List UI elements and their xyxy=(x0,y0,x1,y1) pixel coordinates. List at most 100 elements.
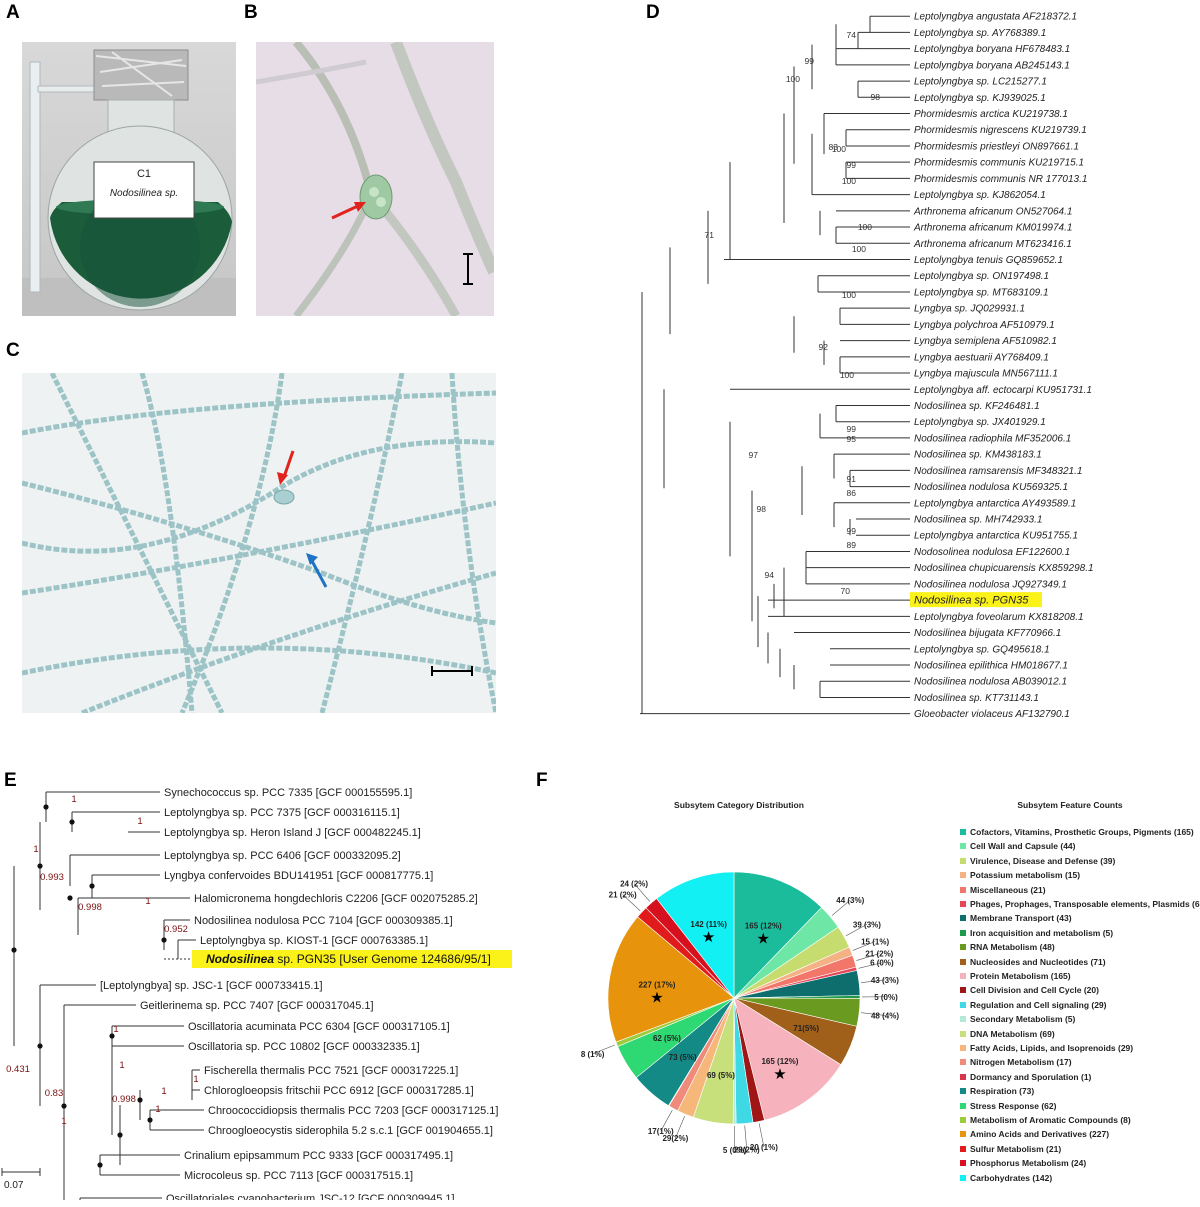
tree-d-bootstrap-value: 91 xyxy=(847,474,857,484)
tree-d-taxon-label: Leptolyngbya sp. GQ495618.1 xyxy=(914,644,1050,655)
pie-slice-label: 24 (2%) xyxy=(620,879,648,888)
tree-e-scale-label: 0.07 xyxy=(4,1180,24,1191)
legend-swatch xyxy=(960,944,966,951)
tree-d-bootstrap-value: 99 xyxy=(805,56,815,66)
tree-d-taxon-label: Nodosilinea sp. PGN35 xyxy=(914,595,1029,607)
legend-swatch xyxy=(960,1073,966,1080)
tree-d-taxon-label: Arthronema africanum KM019974.1 xyxy=(913,223,1072,234)
tree-d-taxon-label: Phormidesmis nigrescens KU219739.1 xyxy=(914,125,1087,136)
tree-e-taxon-label: Oscillatoriales cyanobacterium JSC-12 [G… xyxy=(166,1193,455,1200)
pie-slice-label: 5 (0%) xyxy=(723,1146,747,1155)
tree-d-taxon-label: Gloeobacter violaceus AF132790.1 xyxy=(914,709,1070,720)
pie-slice-label: 43 (3%) xyxy=(871,976,899,985)
tree-d-bootstrap-value: 86 xyxy=(847,488,857,498)
tree-d-taxon-label: Lyngbya sp. JQ029931.1 xyxy=(914,304,1025,315)
tree-e-support-value: 0.993 xyxy=(40,872,64,883)
tree-e-node-dot xyxy=(89,883,95,889)
pie-leader-line xyxy=(633,883,651,902)
tree-e-taxon-label: Chroococcidiopsis thermalis PCC 7203 [GC… xyxy=(208,1105,498,1117)
pie-slice-label: 142 (11%) xyxy=(690,920,727,929)
tree-d-taxon-label: Nodosilinea radiophila MF352006.1 xyxy=(914,433,1071,444)
legend-swatch xyxy=(960,857,966,864)
tree-e-support-value: 1 xyxy=(71,794,76,805)
pie-leader-line xyxy=(845,923,868,937)
tree-d-taxon-label: Leptolyngbya foveolarum KX818208.1 xyxy=(914,612,1084,623)
tree-e-support-value: 0.998 xyxy=(78,902,102,913)
pie-slice-label: 69 (5%) xyxy=(707,1071,735,1080)
tree-d-taxon-label: Nodosilinea bijugata KF770966.1 xyxy=(914,628,1061,639)
tree-d-taxon-label: Leptolyngbya sp. LC215277.1 xyxy=(914,77,1047,88)
legend-item: Cofactors, Vitamins, Prosthetic Groups, … xyxy=(970,827,1194,837)
pie-slice xyxy=(656,871,735,999)
legend-swatch xyxy=(960,1117,966,1123)
pie-slice-label: 8 (1%) xyxy=(581,1050,605,1059)
legend-swatch xyxy=(960,1174,966,1181)
tree-d-taxon-label: Lyngbya aestuarii AY768409.1 xyxy=(914,352,1049,363)
legend-swatch xyxy=(960,915,966,922)
flask-label-line1: C1 xyxy=(136,168,152,180)
tree-e-support-value: 1 xyxy=(113,1024,118,1035)
tree-d-taxon-label: Nodosilinea chupicuarensis KX859298.1 xyxy=(914,563,1094,574)
tree-d-taxon-label: Leptolyngbya sp. ON197498.1 xyxy=(914,271,1049,282)
tree-d-bootstrap-value: 100 xyxy=(852,244,866,254)
legend-item: Carbohydrates (142) xyxy=(970,1172,1053,1183)
highlight-background xyxy=(192,950,512,968)
legend-item: Miscellaneous (21) xyxy=(970,884,1046,895)
pie-slice-label: 165 (12%) xyxy=(761,1057,798,1066)
legend-swatch xyxy=(960,929,966,936)
tree-e-taxon-label: Chroogloeocystis siderophila 5.2 s.c.1 [… xyxy=(208,1125,493,1137)
star-icon: ★ xyxy=(650,990,663,1007)
legend-item: Fatty Acids, Lipids, and Isoprenoids (29… xyxy=(970,1043,1134,1053)
pie-leader-line xyxy=(861,979,885,983)
pie-chart-title: Subsytem Category Distribution xyxy=(674,800,804,810)
pie-slice-label: 48 (4%) xyxy=(871,1011,899,1020)
tree-d-taxon-label: Nodosilinea nodulosa AB039012.1 xyxy=(914,677,1067,688)
tree-d-taxon-label: Nodosilinea nodulosa KU569325.1 xyxy=(914,482,1068,493)
legend-swatch xyxy=(960,958,966,965)
tree-e-taxon-label: Leptolyngbya sp. PCC 7375 [GCF 000316115… xyxy=(164,807,400,819)
legend-swatch xyxy=(960,1102,966,1109)
legend-swatch xyxy=(960,1030,966,1037)
tree-d-bootstrap-value: 100 xyxy=(832,144,846,154)
subsystem-pie-panel: Subsytem Category Distribution Subsytem … xyxy=(540,780,1200,1205)
legend-swatch xyxy=(960,1045,966,1051)
pie-slice-label: 29(2%) xyxy=(662,1134,688,1143)
pie-slice-label: 227 (17%) xyxy=(639,981,676,990)
pie-leader-line xyxy=(622,894,641,912)
tree-e-taxon-label: Nodosilinea nodulosa PCC 7104 [GCF 00030… xyxy=(194,915,453,927)
pie-slice-label: 29(2%) xyxy=(734,1145,760,1154)
panel-letter-c: C xyxy=(6,340,20,361)
legend-item: Phages, Prophages, Transposable elements… xyxy=(970,899,1200,909)
tree-e-taxon-label: Lyngbya confervoides BDU141951 [GCF 0008… xyxy=(164,870,433,882)
tree-e-taxon-label: Leptolyngbya sp. Heron Island J [GCF 000… xyxy=(164,827,421,839)
panel-letter-f: F xyxy=(536,770,548,791)
tree-d-taxon-label: Nodosilinea sp. KT731143.1 xyxy=(914,693,1039,704)
highlight-background xyxy=(910,592,1042,608)
pie-leader-line xyxy=(744,1125,748,1150)
star-icon: ★ xyxy=(773,1066,786,1083)
tree-d-bootstrap-value: 100 xyxy=(842,176,856,186)
legend-item: Amino Acids and Derivatives (227) xyxy=(970,1129,1110,1140)
phylogenomic-tree-e: Synechococcus sp. PCC 7335 [GCF 00015559… xyxy=(0,780,540,1207)
legend-item: DNA Metabolism (69) xyxy=(970,1028,1055,1039)
tree-d-bootstrap-value: 74 xyxy=(847,30,857,40)
tree-d-taxon-label: Leptolyngbya sp. MT683109.1 xyxy=(914,287,1049,298)
legend-item: Membrane Transport (43) xyxy=(970,913,1072,924)
tree-d-taxon-label: Phormidesmis arctica KU219738.1 xyxy=(914,109,1068,120)
pie-leader-line xyxy=(660,1109,673,1132)
tree-d-bootstrap-value: 94 xyxy=(765,570,775,580)
tree-d-svg: Leptolyngbya angustata AF218372.1Leptoly… xyxy=(640,12,1094,720)
legend-item: Protein Metabolism (165) xyxy=(970,971,1071,981)
pie-leader-line xyxy=(592,1044,616,1055)
tree-e-taxon-label: [Leptolyngbya] sp. JSC-1 [GCF 000733415.… xyxy=(100,980,323,992)
tree-d-taxon-label: Leptolyngbya aff. ectocarpi KU951731.1 xyxy=(914,385,1092,396)
tree-e-node-dot xyxy=(43,804,49,810)
tree-e-node-dot xyxy=(67,895,73,901)
legend-item: RNA Metabolism (48) xyxy=(970,942,1055,953)
tree-d-taxon-label: Leptolyngbya antarctica AY493589.1 xyxy=(914,498,1076,509)
tree-d-taxon-label: Leptolyngbya boryana AB245143.1 xyxy=(914,60,1070,71)
pie-legend: Cofactors, Vitamins, Prosthetic Groups, … xyxy=(960,827,1200,1207)
tree-e-support-value: 0.83 xyxy=(45,1088,64,1099)
legend-item: Nucleosides and Nucleotides (71) xyxy=(970,956,1106,967)
tree-d-bootstrap-value: 99 xyxy=(847,526,857,536)
